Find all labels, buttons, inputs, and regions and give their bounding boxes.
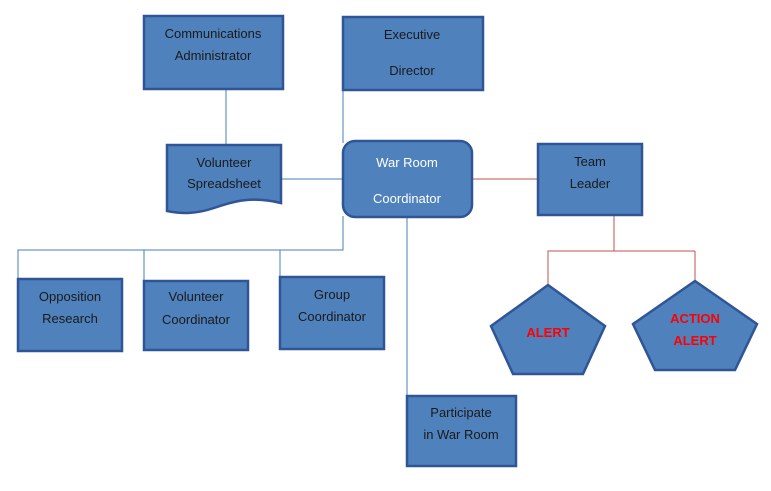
node-volunteer-spreadsheet: Volunteer Spreadsheet <box>165 143 283 215</box>
node-volunteer-coordinator: Volunteer Coordinator <box>142 279 250 352</box>
node-label-line1: Opposition <box>39 289 101 304</box>
node-communications-administrator: Communications Administrator <box>142 14 285 91</box>
node-action-alert-pentagon: ACTION ALERT <box>631 279 759 372</box>
node-label-line1: Participate <box>430 405 491 420</box>
node-label-line2: Coordinator <box>162 312 231 327</box>
node-label-line2: Spreadsheet <box>187 176 261 191</box>
connector-warroom-to-bottom-row <box>17 216 344 280</box>
node-team-leader: Team Leader <box>536 142 644 217</box>
node-label-line1: Team <box>574 154 606 169</box>
node-label-line2: Research <box>42 311 98 326</box>
node-label-line1: Executive <box>384 27 440 42</box>
node-label-line1: ALERT <box>526 325 569 340</box>
connector-teamleader-to-alerts <box>547 215 615 285</box>
node-label-line1: War Room <box>376 155 438 170</box>
node-opposition-research: Opposition Research <box>16 277 124 353</box>
node-label-line2: Administrator <box>175 48 252 63</box>
node-label-line1: Volunteer <box>197 155 253 170</box>
node-label-line1: Group <box>314 287 350 302</box>
node-group-coordinator: Group Coordinator <box>278 275 386 351</box>
node-executive-director: Executive Director <box>341 15 485 92</box>
node-label-line2: Coordinator <box>373 191 442 206</box>
node-label-line2: ALERT <box>673 333 716 348</box>
node-label-line2: Director <box>389 63 435 78</box>
connectors-blue <box>17 90 408 397</box>
node-alert-pentagon: ALERT <box>489 283 607 376</box>
node-label-line2: Leader <box>570 176 611 191</box>
node-war-room-coordinator: War Room Coordinator <box>341 139 474 219</box>
node-label-line2: in War Room <box>423 427 498 442</box>
node-label-line1: ACTION <box>670 311 720 326</box>
node-label-line1: Communications <box>165 26 262 41</box>
node-label-line1: Volunteer <box>169 289 225 304</box>
node-participate-in-war-room: Participate in War Room <box>405 394 518 468</box>
node-label-line2: Coordinator <box>298 309 367 324</box>
connectors-red <box>472 178 696 285</box>
